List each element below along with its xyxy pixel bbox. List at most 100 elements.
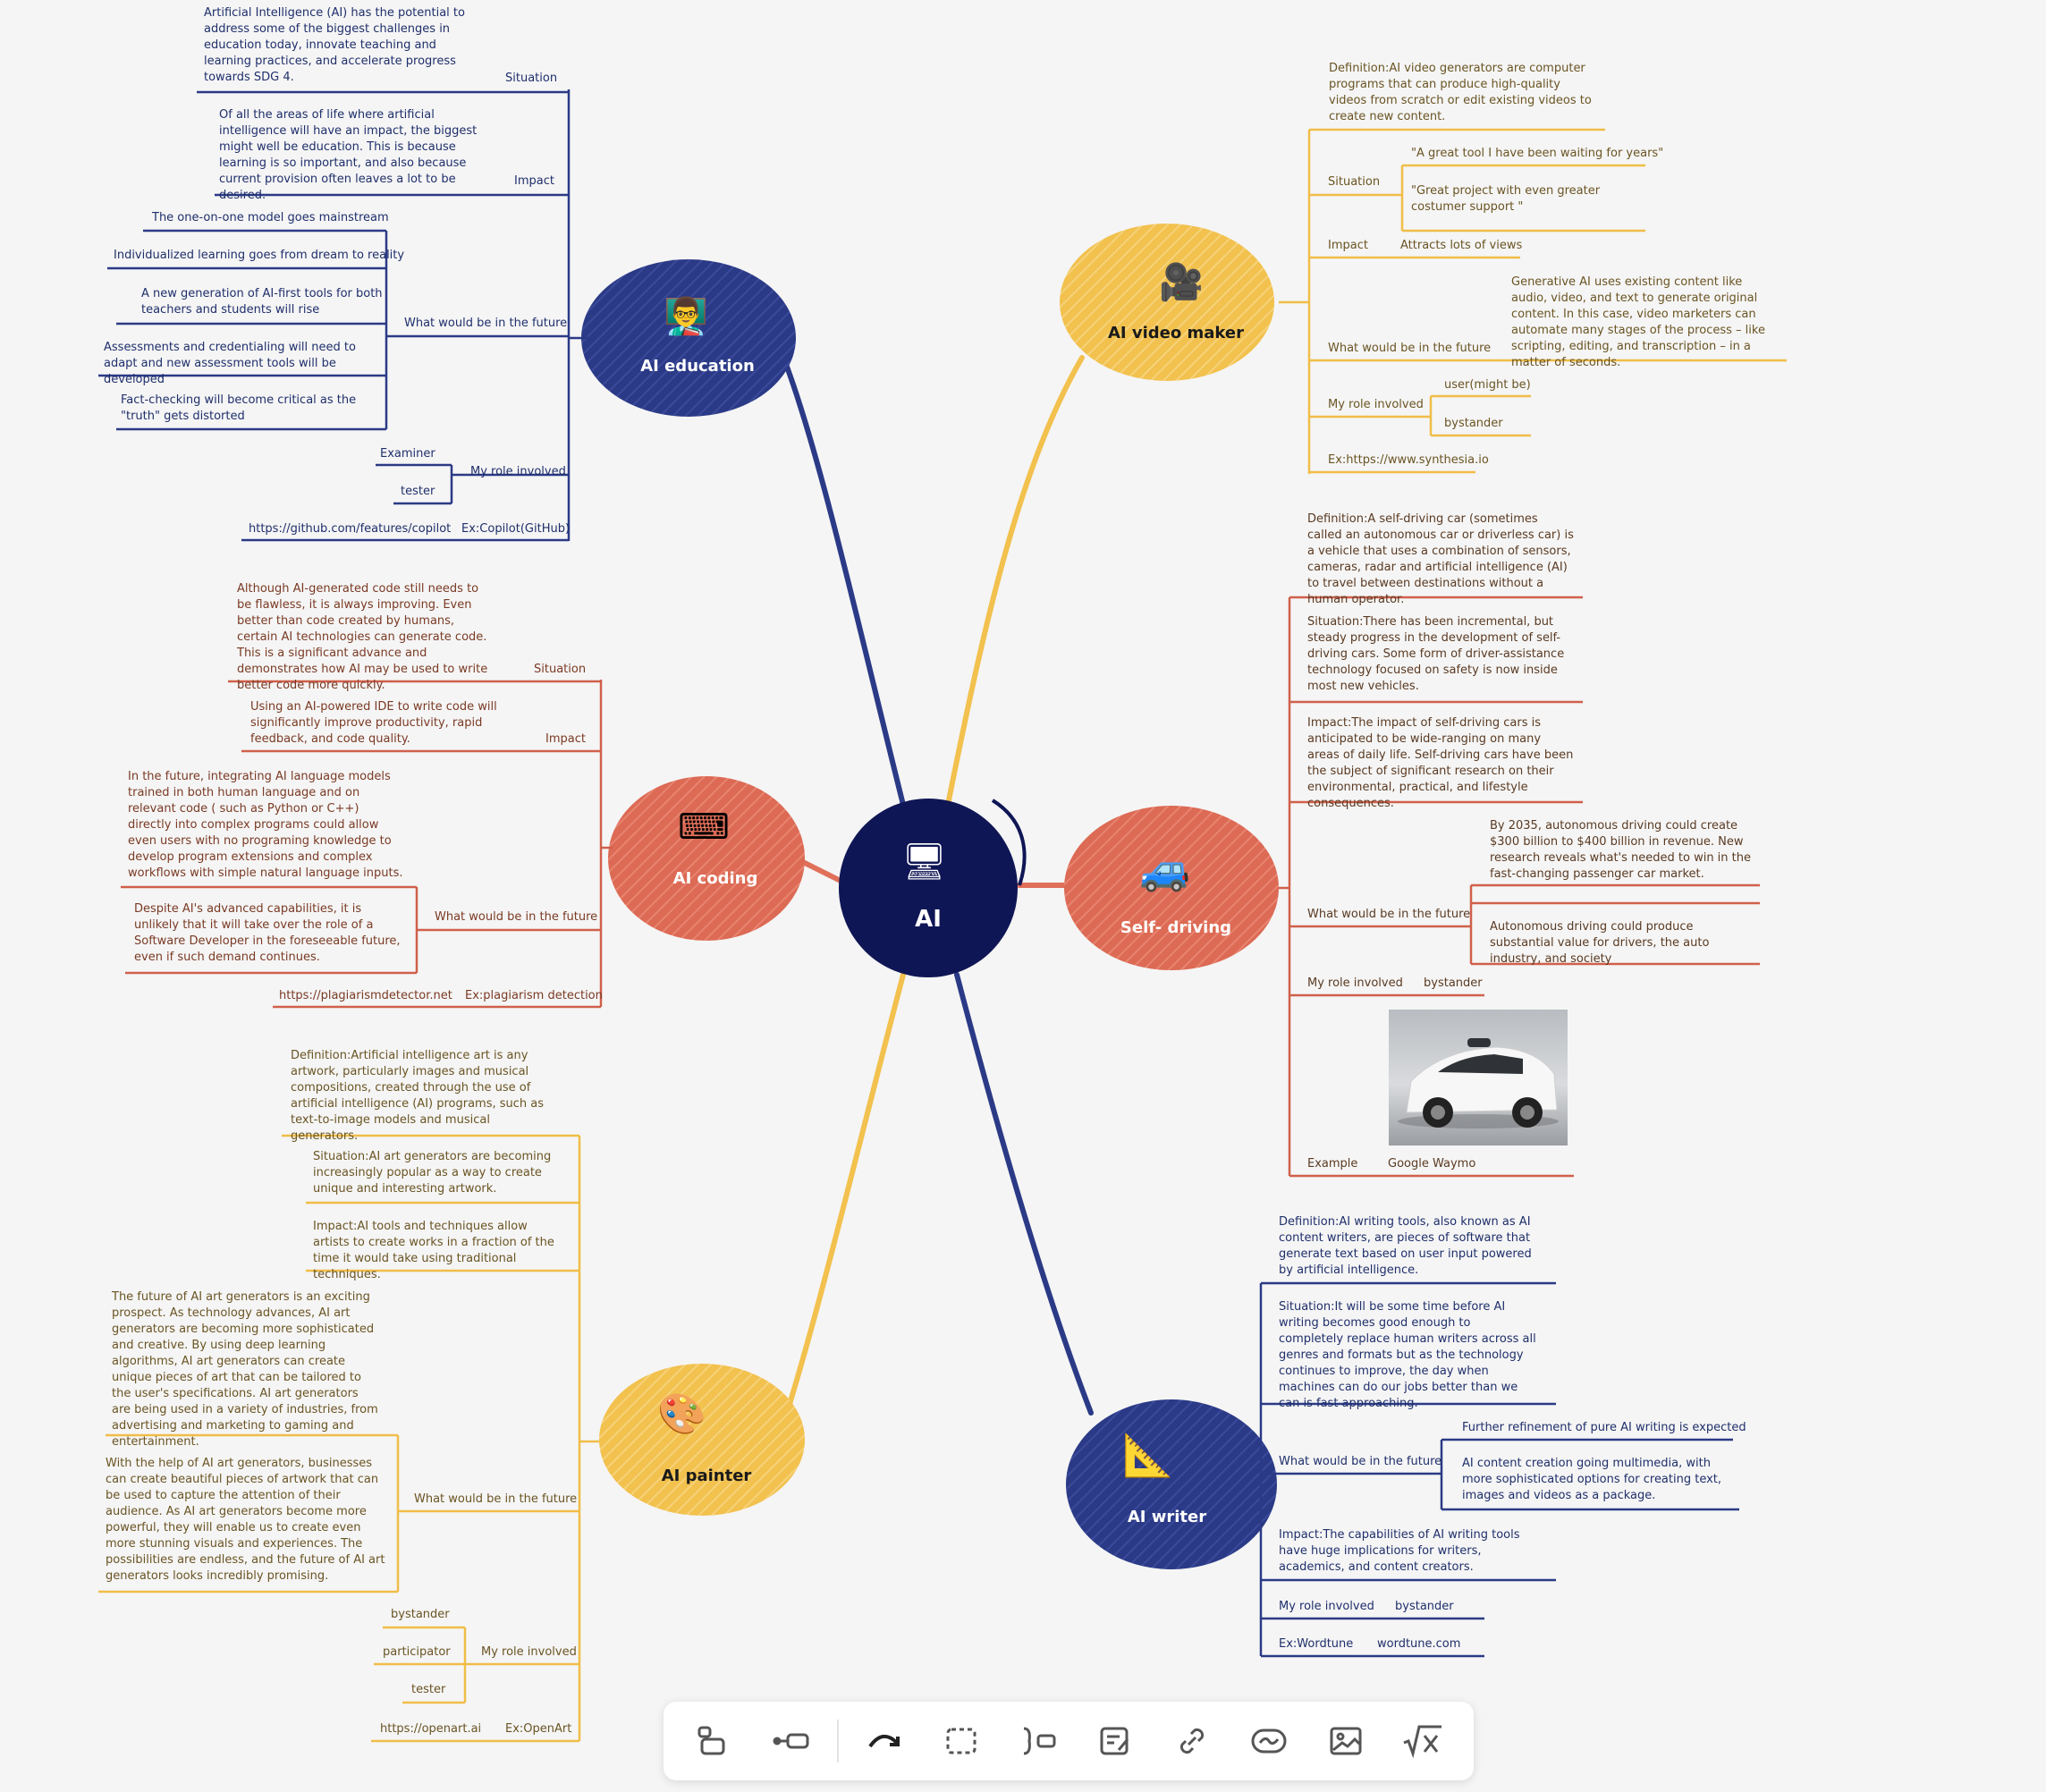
driving-future-text[interactable]: By 2035, autonomous driving could create… [1490, 819, 1755, 881]
node-painter-shape [599, 1364, 805, 1516]
painter-role[interactable]: participator [383, 1645, 451, 1659]
writer-role-label[interactable]: My role involved [1279, 1600, 1374, 1613]
branch-video [945, 355, 1085, 807]
driving-role-label[interactable]: My role involved [1307, 976, 1403, 990]
node-driving-title[interactable]: Self- driving [1120, 918, 1232, 937]
teacher-board-icon: 👨‍🏫 [664, 296, 708, 337]
writer-role[interactable]: bystander [1395, 1600, 1454, 1613]
painter-situation[interactable]: Situation:AI art generators are becoming… [313, 1150, 555, 1196]
node-writer-title[interactable]: AI writer [1127, 1508, 1207, 1526]
video-example[interactable]: Ex:https://www.synthesia.io [1328, 453, 1489, 467]
image-icon[interactable] [1317, 1712, 1374, 1771]
sibling-topic-icon[interactable] [763, 1712, 820, 1771]
center-node [839, 799, 1018, 977]
video-impact-text[interactable]: Attracts lots of views [1400, 239, 1523, 252]
education-example-label[interactable]: Ex:Copilot(GitHub) [461, 522, 571, 536]
writer-future-text[interactable]: AI content creation going multimedia, wi… [1462, 1457, 1726, 1502]
painter-definition[interactable]: Definition:Artificial intelligence art i… [291, 1049, 548, 1143]
node-coding-title[interactable]: AI coding [672, 869, 758, 888]
node-writer-shape [1066, 1399, 1277, 1569]
education-impact-label[interactable]: Impact [514, 174, 554, 188]
education-role[interactable]: Examiner [380, 447, 435, 461]
video-future-text[interactable]: Generative AI uses existing content like… [1511, 275, 1770, 369]
bottom-toolbar [664, 1702, 1474, 1780]
video-role[interactable]: user(might be) [1444, 378, 1531, 392]
education-role[interactable]: tester [401, 485, 435, 498]
driving-role[interactable]: bystander [1424, 976, 1483, 990]
painter-example-label[interactable]: Ex:OpenArt [505, 1722, 572, 1736]
education-situation-text: Artificial Intelligence (AI) has the pot… [204, 6, 469, 84]
driving-future-text[interactable]: Autonomous driving could produce substan… [1490, 920, 1713, 966]
video-role[interactable]: bystander [1444, 417, 1503, 430]
formula-icon[interactable] [1394, 1712, 1451, 1771]
painter-role[interactable]: bystander [391, 1608, 450, 1621]
painter-example-url[interactable]: https://openart.ai [380, 1722, 482, 1736]
node-coding-shape [608, 776, 805, 941]
node-painter-title[interactable]: AI painter [661, 1467, 752, 1485]
video-future-label[interactable]: What would be in the future [1328, 342, 1492, 355]
coding-example-label[interactable]: Ex:plagiarism detection [465, 989, 603, 1002]
coding-future-text[interactable]: In the future, integrating AI language m… [128, 770, 403, 880]
center-title[interactable]: AI [915, 906, 942, 933]
devices-icon: 🖥 [901, 841, 947, 883]
writer-future-label[interactable]: What would be in the future [1279, 1455, 1442, 1468]
education-example-url[interactable]: https://github.com/features/copilot [249, 522, 452, 536]
writing-tools-icon: 📐 [1122, 1431, 1174, 1479]
coding-situation-label[interactable]: Situation [534, 663, 587, 676]
branch-education [784, 364, 906, 807]
painter-role-label[interactable]: My role involved [481, 1645, 577, 1659]
painter-future-label[interactable]: What would be in the future [414, 1492, 578, 1506]
writer-example-label[interactable]: Ex:Wordtune [1279, 1637, 1354, 1651]
undo-redo-icon[interactable] [856, 1712, 913, 1771]
node-video-title[interactable]: AI video maker [1108, 324, 1244, 342]
keyboard-icon: ⌨ [678, 807, 730, 848]
coding-impact-label[interactable]: Impact [545, 732, 586, 746]
driving-example[interactable]: Google Waymo [1388, 1157, 1476, 1171]
video-situation-item[interactable]: "Great project with even greater costume… [1411, 184, 1604, 214]
relationship-icon[interactable] [1240, 1712, 1298, 1771]
video-impact-label[interactable]: Impact [1328, 239, 1368, 252]
video-situation-label[interactable]: Situation [1328, 175, 1381, 189]
link-icon[interactable] [1163, 1712, 1221, 1771]
writer-definition[interactable]: Definition:AI writing tools, also known … [1279, 1215, 1535, 1277]
education-future-item[interactable]: The one-on-one model goes mainstream [152, 211, 389, 224]
education-future-item[interactable]: A new generation of AI-first tools for b… [141, 287, 386, 317]
video-camera-icon: 🎥 [1159, 262, 1204, 303]
node-video-shape [1060, 224, 1274, 381]
education-role-label[interactable]: My role involved [470, 465, 566, 478]
writer-situation[interactable]: Situation:It will be some time before AI… [1279, 1300, 1540, 1410]
painter-future-text[interactable]: The future of AI art generators is an ex… [112, 1290, 382, 1449]
writer-example[interactable]: wordtune.com [1377, 1637, 1461, 1651]
boundary-icon[interactable] [933, 1712, 990, 1771]
driving-situation[interactable]: Situation:There has been incremental, bu… [1307, 615, 1568, 693]
video-definition[interactable]: Definition:AI video generators are compu… [1329, 62, 1595, 123]
painter-future-text[interactable]: With the help of AI art generators, busi… [106, 1457, 389, 1583]
coding-example-url[interactable]: https://plagiarismdetector.net [279, 989, 452, 1002]
coding-future-label[interactable]: What would be in the future [435, 910, 598, 924]
palette-icon: 🎨 [657, 1391, 706, 1437]
driving-definition[interactable]: Definition:A self-driving car (sometimes… [1307, 512, 1578, 606]
driving-future-label[interactable]: What would be in the future [1307, 908, 1471, 921]
education-future-label[interactable]: What would be in the future [404, 317, 568, 330]
education-future-item[interactable]: Fact-checking will become critical as th… [121, 393, 360, 423]
node-education-title[interactable]: AI education [640, 357, 755, 376]
education-future-item[interactable]: Individualized learning goes from dream … [114, 249, 405, 262]
summary-icon[interactable] [1010, 1712, 1067, 1771]
driving-example-label[interactable]: Example [1307, 1157, 1358, 1171]
coding-future-text[interactable]: Despite AI's advanced capabilities, it i… [134, 902, 404, 964]
toolbar-separator [837, 1720, 839, 1762]
driving-impact[interactable]: Impact:The impact of self-driving cars i… [1307, 716, 1577, 810]
node-education-shape [581, 259, 796, 417]
education-future-item[interactable]: Assessments and credentialing will need … [104, 341, 360, 386]
education-impact-text: Of all the areas of life where artificia… [219, 108, 481, 202]
writer-future-text[interactable]: Further refinement of pure AI writing is… [1462, 1421, 1746, 1434]
painter-role[interactable]: tester [411, 1683, 446, 1696]
writer-impact[interactable]: Impact:The capabilities of AI writing to… [1279, 1528, 1524, 1574]
video-role-label[interactable]: My role involved [1328, 398, 1424, 411]
education-situation-label[interactable]: Situation [505, 72, 558, 85]
subtopic-icon[interactable] [686, 1712, 743, 1771]
video-situation-item[interactable]: "A great tool I have been waiting for ye… [1411, 147, 1664, 160]
note-icon[interactable] [1086, 1712, 1144, 1771]
painter-impact[interactable]: Impact:AI tools and techniques allow art… [313, 1220, 559, 1281]
